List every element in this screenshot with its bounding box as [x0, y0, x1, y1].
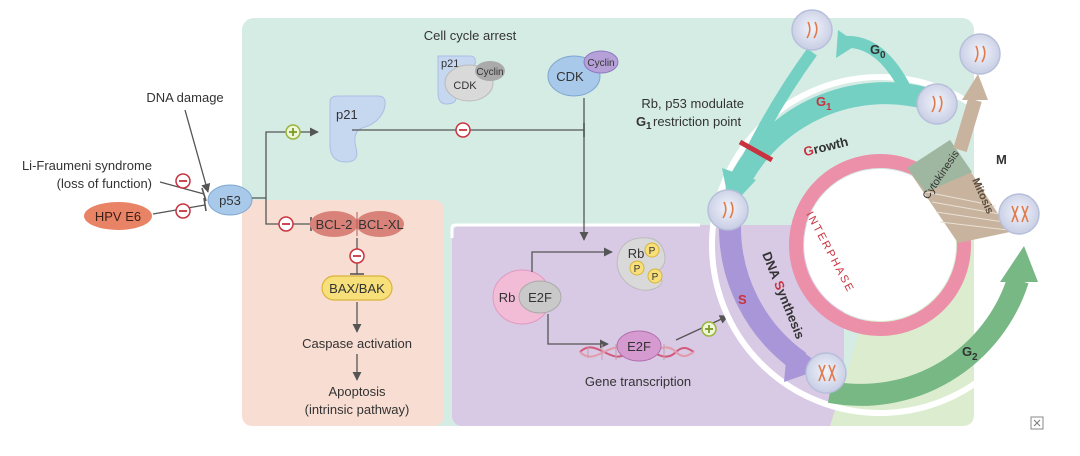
bax-bak-node — [321, 275, 393, 301]
cdk-label: CDK — [556, 69, 584, 84]
rb-release-arrow — [531, 247, 613, 272]
g0-label: G — [870, 42, 880, 57]
svg-text:1: 1 — [826, 102, 832, 113]
p53-node — [207, 184, 253, 216]
cell-s-start — [707, 189, 749, 231]
li-fraumeni-sublabel: (loss of function) — [57, 176, 152, 191]
e2f-dna-node — [616, 330, 662, 362]
s-arrow — [718, 224, 807, 371]
e2f-bound-node — [518, 280, 562, 314]
hpv-inhibit-bar — [203, 197, 207, 212]
complex-cdk-label: CDK — [453, 80, 477, 92]
e2f-dna-label: E2F — [627, 339, 651, 354]
hpv-e6-label: HPV E6 — [95, 209, 141, 224]
rb-bound-label: Rb — [499, 290, 516, 305]
restriction-point-g: G — [636, 114, 646, 129]
complex-cyclin-label: Cyclin — [476, 67, 503, 78]
g0-arrow-down — [734, 48, 817, 178]
p21-label: p21 — [336, 107, 358, 122]
svg-text:1: 1 — [646, 121, 652, 132]
cell-daughter — [959, 33, 1001, 75]
g1-label: G — [816, 94, 826, 109]
li-fraumeni-inhibit-bar — [201, 187, 207, 202]
complex-p21-label: p21 — [441, 58, 459, 70]
cytokinesis-band — [907, 140, 972, 192]
caspase-label: Caspase activation — [302, 336, 412, 351]
svg-text:P: P — [652, 272, 659, 283]
svg-text:0: 0 — [880, 50, 886, 61]
bcl2-node — [310, 211, 358, 237]
g2-label: G — [962, 344, 972, 359]
g2-arrowhead — [1000, 246, 1038, 282]
cycle-ring-outer — [709, 74, 1051, 416]
cell-mitosis — [998, 193, 1040, 235]
m-exit-arrow — [953, 97, 982, 153]
e2f-bound-label: E2F — [528, 290, 552, 305]
dna-damage-arrow — [184, 109, 211, 193]
apoptosis-label: Apoptosis — [328, 384, 386, 399]
cyclin-node — [583, 50, 619, 74]
restriction-point-sublabel: restriction point — [653, 114, 742, 129]
li-fraumeni-label: Li-Fraumeni syndrome — [22, 158, 152, 173]
cell-g1 — [916, 83, 958, 125]
apoptosis-sublabel: (intrinsic pathway) — [305, 402, 410, 417]
interphase-ring — [789, 154, 971, 336]
phosphate-3 — [647, 268, 663, 284]
restriction-point-label: Rb, p53 modulate — [641, 96, 744, 111]
m-phase-label: M — [996, 152, 1007, 167]
bclxl-node — [356, 211, 404, 237]
s-phase-label: S — [738, 292, 747, 307]
apoptosis-panel — [242, 200, 444, 426]
cyclin-label: Cyclin — [587, 58, 614, 69]
hpv-e6-node — [84, 202, 152, 230]
cell-g2 — [805, 352, 847, 394]
restriction-point-bar — [738, 139, 774, 163]
e2f-to-dna-arrow — [547, 314, 609, 349]
bcl2-label: BCL-2 — [316, 217, 353, 232]
phosphate-2 — [629, 260, 645, 276]
p53-label: p53 — [219, 193, 241, 208]
phosphate-1 — [644, 242, 660, 258]
g1-arrow — [730, 82, 928, 186]
p21-protein — [329, 95, 386, 163]
p53-to-bcl2-inhibit — [265, 198, 310, 225]
bclxl-label: BCL-XL — [358, 217, 404, 232]
dna-damage-label: DNA damage — [146, 90, 223, 105]
svg-text:P: P — [649, 246, 656, 257]
cell-cycle-arrest-label: Cell cycle arrest — [424, 28, 517, 43]
g2-arrow — [827, 276, 1029, 406]
gene-transcription-label: Gene transcription — [585, 374, 691, 389]
bax-bak-label: BAX/BAK — [329, 281, 385, 296]
panel-divider — [450, 223, 700, 238]
magnify-icon[interactable] — [1030, 416, 1044, 430]
cell-g0 — [791, 9, 833, 51]
svg-text:P: P — [634, 264, 641, 275]
inner-core — [804, 169, 956, 321]
svg-text:2: 2 — [972, 352, 978, 363]
rb-free-label: Rb — [628, 246, 645, 261]
complex-cyclin-shape — [475, 61, 505, 81]
